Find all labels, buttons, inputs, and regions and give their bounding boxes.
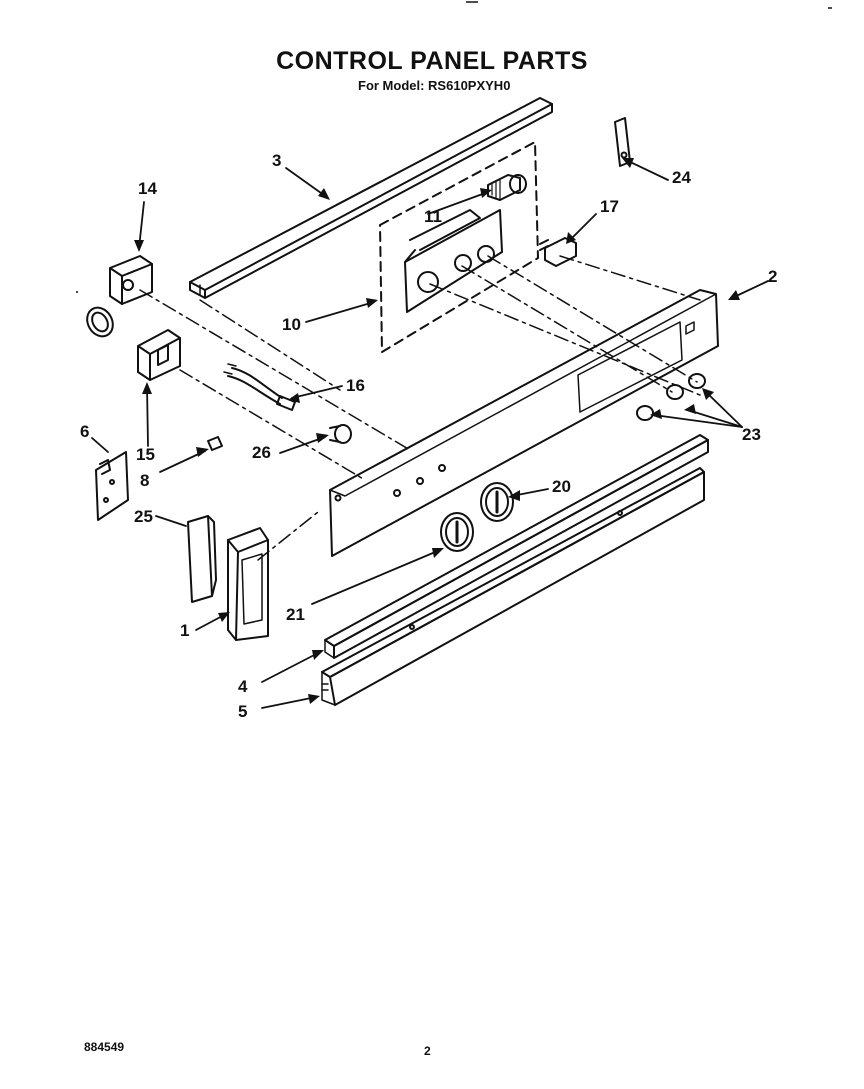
callout-1: 1: [180, 621, 189, 640]
callout-labels: 3 14 24 11 17 2 10 16 6 23 26 15 8 20 25…: [80, 151, 777, 721]
part-6-mounting-plate: [95, 451, 129, 521]
callout-10: 10: [282, 315, 301, 334]
part-2-control-panel: [329, 289, 719, 557]
leader-lines: [91, 159, 769, 709]
part-15-terminal-block: [137, 329, 181, 381]
callout-23: 23: [742, 425, 761, 444]
callout-5: 5: [238, 702, 247, 721]
callout-20: 20: [552, 477, 571, 496]
part-10-switch-bracket: [404, 209, 503, 313]
alignment-lines: [139, 255, 701, 561]
part-5-lower-rail: [321, 467, 705, 706]
part-26-plug: [329, 424, 352, 444]
part-11-switch: [487, 174, 527, 201]
margin-marks: [76, 1, 832, 293]
arrowheads: [134, 158, 740, 704]
part-1-end-cap: [227, 527, 269, 641]
part-20-knob: [480, 482, 514, 522]
callout-8: 8: [140, 471, 149, 490]
callout-16: 16: [346, 376, 365, 395]
callout-11: 11: [424, 207, 442, 226]
callout-21: 21: [286, 605, 305, 624]
switch-assembly-dashed-outline: [379, 141, 539, 353]
callout-24: 24: [672, 168, 691, 187]
callout-25: 25: [134, 507, 153, 526]
callout-6: 6: [80, 422, 89, 441]
part-3-top-trim: [189, 97, 553, 299]
part-25-side-bracket: [187, 515, 217, 603]
callout-15: 15: [136, 445, 155, 464]
callout-2: 2: [768, 267, 777, 286]
part-17-connector: [539, 237, 577, 267]
callout-3: 3: [272, 151, 281, 170]
callout-26: 26: [252, 443, 271, 462]
callout-17: 17: [600, 197, 619, 216]
part-14-lamp-socket: [109, 255, 153, 305]
page-number: 2: [424, 1044, 431, 1058]
document-number: 884549: [84, 1040, 125, 1054]
model-subtitle: For Model: RS610PXYH0: [358, 78, 511, 93]
lamp-ring: [86, 306, 114, 338]
part-21-knob: [440, 512, 474, 552]
callout-14: 14: [138, 179, 157, 198]
part-16-wire-harness: [223, 363, 296, 411]
part-4-lower-trim: [324, 434, 709, 659]
callout-4: 4: [238, 677, 248, 696]
part-8-clip: [207, 436, 223, 451]
page-title: CONTROL PANEL PARTS: [276, 47, 588, 75]
